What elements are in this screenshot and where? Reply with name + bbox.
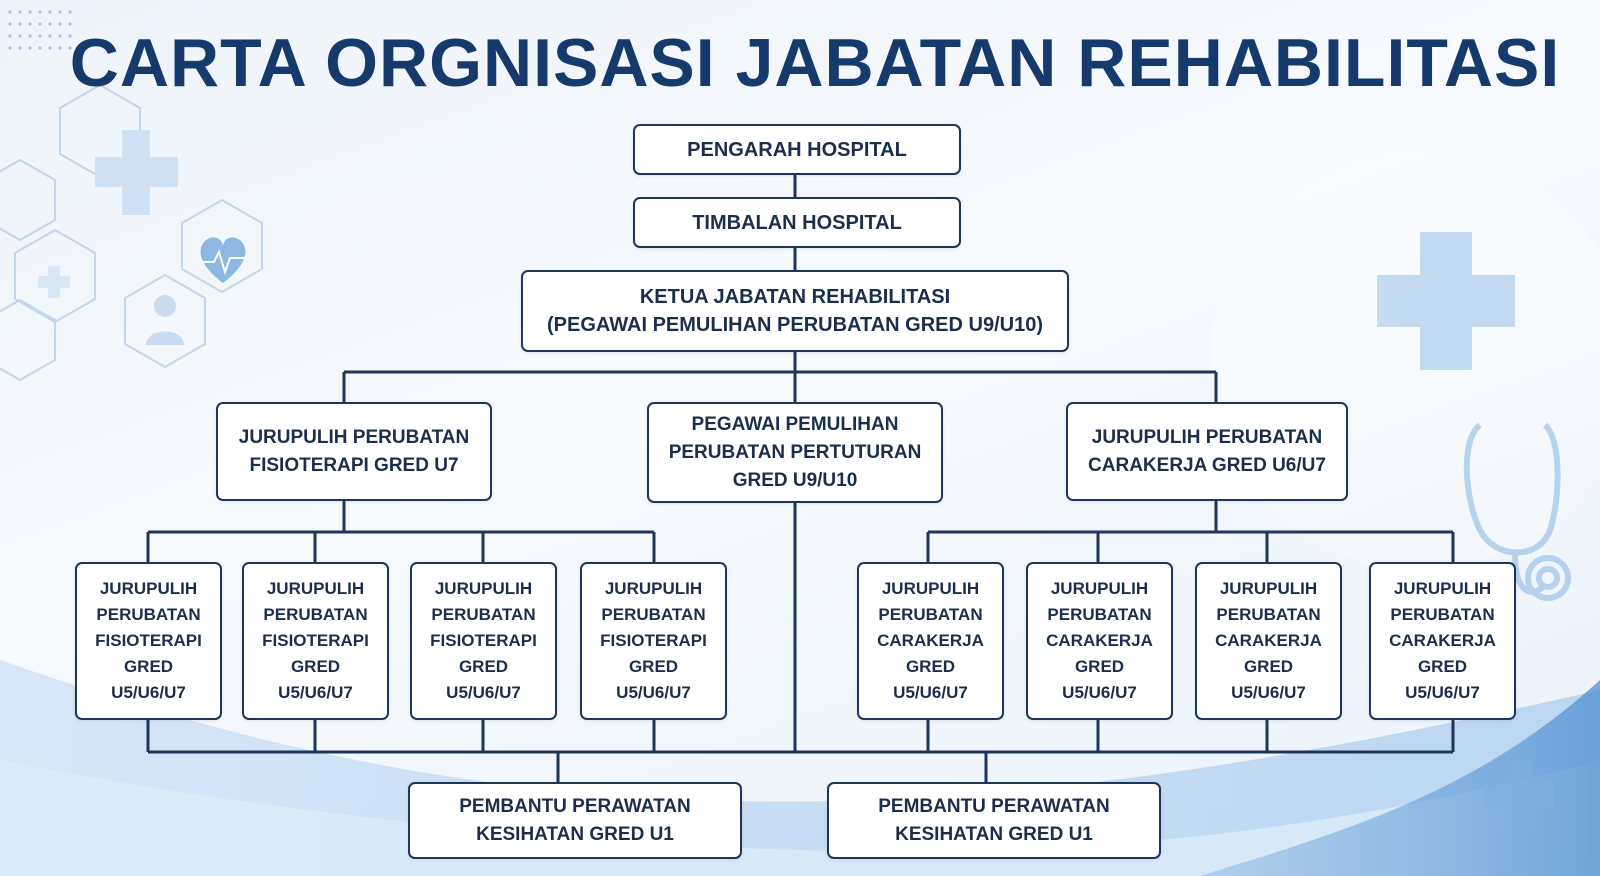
node-label: PEGAWAI PEMULIHAN (691, 413, 899, 435)
node-fisioterapi-staff: JURUPULIH PERUBATAN FISIOTERAPI GRED U5/… (242, 562, 389, 720)
node-carakerja-head: JURUPULIH PERUBATAN CARAKERJA GRED U6/U7 (1066, 402, 1348, 501)
node-label: GRED (905, 657, 956, 676)
dot-grid (8, 10, 72, 50)
node-label: U5/U6/U7 (1231, 683, 1306, 702)
node-label: TIMBALAN HOSPITAL (692, 211, 902, 234)
node-label: PERUBATAN (431, 605, 536, 624)
node-label: PERUBATAN PERTUTURAN (668, 441, 922, 463)
node-label: FISIOTERAPI GRED U7 (249, 454, 459, 476)
node-label: JURUPULIH (1050, 579, 1149, 598)
medical-cross-icon (1377, 232, 1515, 370)
node-carakerja-staff: JURUPULIH PERUBATAN CARAKERJA GRED U5/U6… (1195, 562, 1342, 720)
heart-pulse-icon (200, 237, 246, 283)
node-label: JURUPULIH PERUBATAN (1091, 426, 1323, 448)
node-label: JURUPULIH (1219, 579, 1318, 598)
node-label: CARAKERJA (1046, 631, 1153, 650)
node-label: PERUBATAN (1047, 605, 1152, 624)
node-label: PERUBATAN (601, 605, 706, 624)
node-label: KESIHATAN GRED U1 (895, 823, 1093, 845)
node-label: (PEGAWAI PEMULIHAN PERUBATAN GRED U9/U10… (547, 314, 1043, 336)
node-label: PEMBANTU PERAWATAN (878, 795, 1110, 817)
node-label: GRED (1417, 657, 1468, 676)
node-label: U5/U6/U7 (111, 683, 186, 702)
node-label: PEMBANTU PERAWATAN (459, 795, 691, 817)
node-label: PERUBATAN (96, 605, 201, 624)
node-label: GRED (123, 657, 174, 676)
page-title: CARTA ORGNISASI JABATAN REHABILITASI (69, 25, 1561, 101)
node-label: GRED (1243, 657, 1294, 676)
node-label: JURUPULIH (266, 579, 365, 598)
stethoscope-icon (1463, 422, 1571, 601)
node-fisioterapi-staff: JURUPULIH PERUBATAN FISIOTERAPI GRED U5/… (75, 562, 222, 720)
medical-cross-icon (38, 266, 70, 298)
node-label: CARAKERJA (1389, 631, 1496, 650)
node-label: JURUPULIH (99, 579, 198, 598)
node-timbalan-hospital: TIMBALAN HOSPITAL (633, 197, 961, 248)
node-fisioterapi-staff: JURUPULIH PERUBATAN FISIOTERAPI GRED U5/… (580, 562, 727, 720)
node-pertuturan: PEGAWAI PEMULIHAN PERUBATAN PERTUTURAN G… (647, 402, 943, 503)
node-carakerja-staff: JURUPULIH PERUBATAN CARAKERJA GRED U5/U6… (1369, 562, 1516, 720)
node-label: KETUA JABATAN REHABILITASI (639, 286, 951, 308)
user-icon (146, 295, 184, 345)
node-pembantu-perawatan: PEMBANTU PERAWATAN KESIHATAN GRED U1 (408, 782, 742, 859)
node-label: PERUBATAN (878, 605, 983, 624)
node-label: GRED (1074, 657, 1125, 676)
hexagon-pattern (0, 83, 263, 382)
node-label: PERUBATAN (263, 605, 368, 624)
node-label: FISIOTERAPI (430, 631, 537, 650)
node-label: FISIOTERAPI (262, 631, 369, 650)
node-label: FISIOTERAPI (95, 631, 202, 650)
node-label: GRED (628, 657, 679, 676)
node-pembantu-perawatan: PEMBANTU PERAWATAN KESIHATAN GRED U1 (827, 782, 1161, 859)
node-label: U5/U6/U7 (446, 683, 521, 702)
node-label: U5/U6/U7 (1062, 683, 1137, 702)
node-label: GRED (290, 657, 341, 676)
node-label: CARAKERJA (877, 631, 984, 650)
node-label: CARAKERJA GRED U6/U7 (1088, 454, 1326, 476)
node-fisioterapi-staff: JURUPULIH PERUBATAN FISIOTERAPI GRED U5/… (410, 562, 557, 720)
node-label: CARAKERJA (1215, 631, 1322, 650)
node-fisioterapi-head: JURUPULIH PERUBATAN FISIOTERAPI GRED U7 (216, 402, 492, 501)
node-label: PERUBATAN (1390, 605, 1495, 624)
node-label: JURUPULIH PERUBATAN (238, 426, 470, 448)
node-label: U5/U6/U7 (278, 683, 353, 702)
node-label: KESIHATAN GRED U1 (476, 823, 674, 845)
node-carakerja-staff: JURUPULIH PERUBATAN CARAKERJA GRED U5/U6… (857, 562, 1004, 720)
node-label: FISIOTERAPI (600, 631, 707, 650)
node-label: PERUBATAN (1216, 605, 1321, 624)
node-label: PENGARAH HOSPITAL (687, 138, 907, 161)
medical-cross-icon (95, 130, 178, 215)
node-label: U5/U6/U7 (893, 683, 968, 702)
node-ketua-jabatan: KETUA JABATAN REHABILITASI (PEGAWAI PEMU… (521, 270, 1069, 352)
node-label: U5/U6/U7 (1405, 683, 1480, 702)
node-label: GRED (458, 657, 509, 676)
node-label: U5/U6/U7 (616, 683, 691, 702)
node-label: JURUPULIH (434, 579, 533, 598)
node-pengarah-hospital: PENGARAH HOSPITAL (633, 124, 961, 175)
node-label: JURUPULIH (1393, 579, 1492, 598)
node-label: JURUPULIH (604, 579, 703, 598)
node-carakerja-staff: JURUPULIH PERUBATAN CARAKERJA GRED U5/U6… (1026, 562, 1173, 720)
medical-cross-icon (1484, 760, 1554, 830)
node-label: GRED U9/U10 (732, 469, 858, 491)
node-label: JURUPULIH (881, 579, 980, 598)
